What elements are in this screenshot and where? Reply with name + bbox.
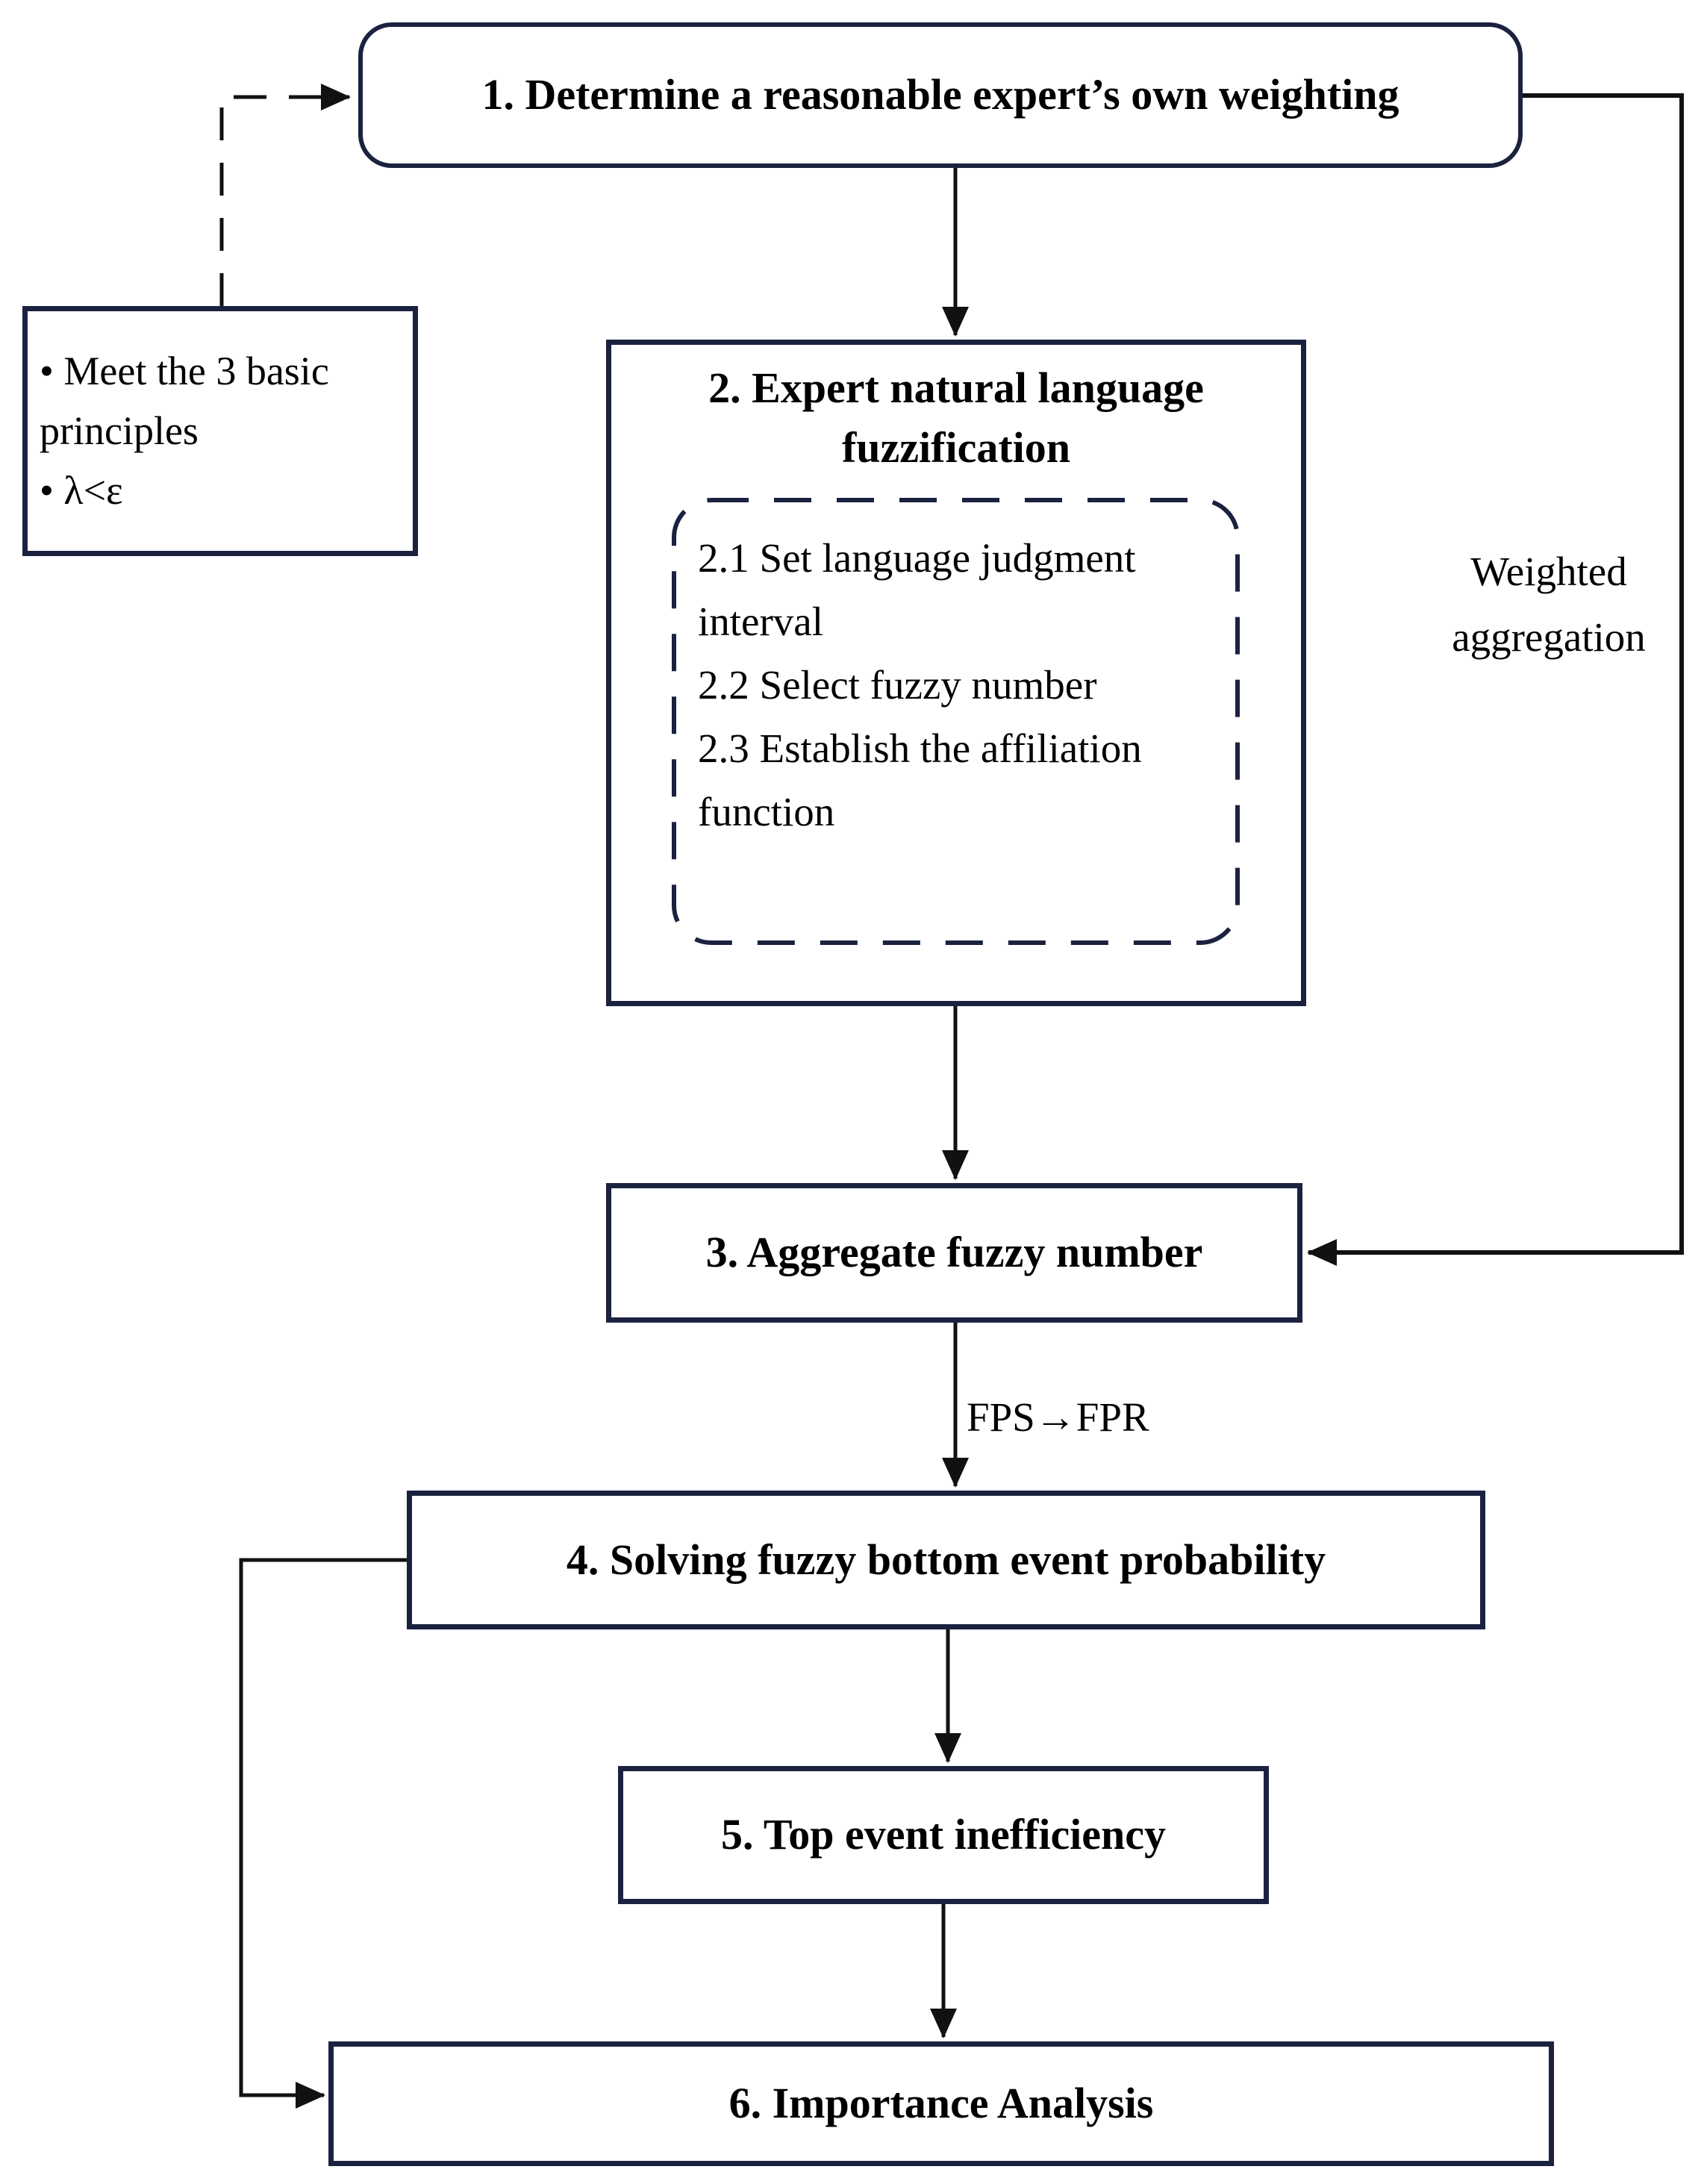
step-6-box: 6. Importance Analysis [328,2041,1554,2166]
step-2-box: 2. Expert natural language fuzzification [606,340,1306,1006]
step-4-label: 4. Solving fuzzy bottom event probabilit… [566,1535,1326,1584]
connector-note-to-step1 [219,84,351,306]
substep-2-1: 2.1 Set language judgment interval [698,535,1136,644]
step-1-box: 1. Determine a reasonable expert’s own w… [358,22,1523,168]
connector-step4-to-step6 [239,1558,407,2109]
step-3-box: 3. Aggregate fuzzy number [606,1183,1302,1323]
edge-label-weighted-aggregation: Weighted aggregation [1452,549,1646,660]
step-2-substeps: 2.1 Set language judgment interval 2.2 S… [698,526,1146,843]
step-4-box: 4. Solving fuzzy bottom event probabilit… [407,1491,1485,1629]
connector-step1-to-step3-weighted [1307,93,1684,1266]
step-5-label: 5. Top event inefficiency [720,1810,1167,1859]
step-3-label: 3. Aggregate fuzzy number [705,1228,1203,1277]
note-box: • Meet the 3 basic principles • λ<ε [22,306,418,556]
note-item: • λ<ε [40,468,123,513]
step-1-label: 1. Determine a reasonable expert’s own w… [481,70,1399,119]
note-item: • Meet the 3 basic principles [40,349,329,453]
edge-label-fps-fpr: FPS→FPR [967,1394,1149,1440]
step-5-box: 5. Top event inefficiency [618,1766,1269,1904]
step-6-label: 6. Importance Analysis [728,2079,1154,2128]
substep-2-2: 2.2 Select fuzzy number [698,662,1097,708]
note-content: • Meet the 3 basic principles • λ<ε [28,311,387,520]
substep-2-3: 2.3 Establish the affiliation function [698,726,1142,834]
step-2-label: 2. Expert natural language fuzzification [708,364,1204,472]
